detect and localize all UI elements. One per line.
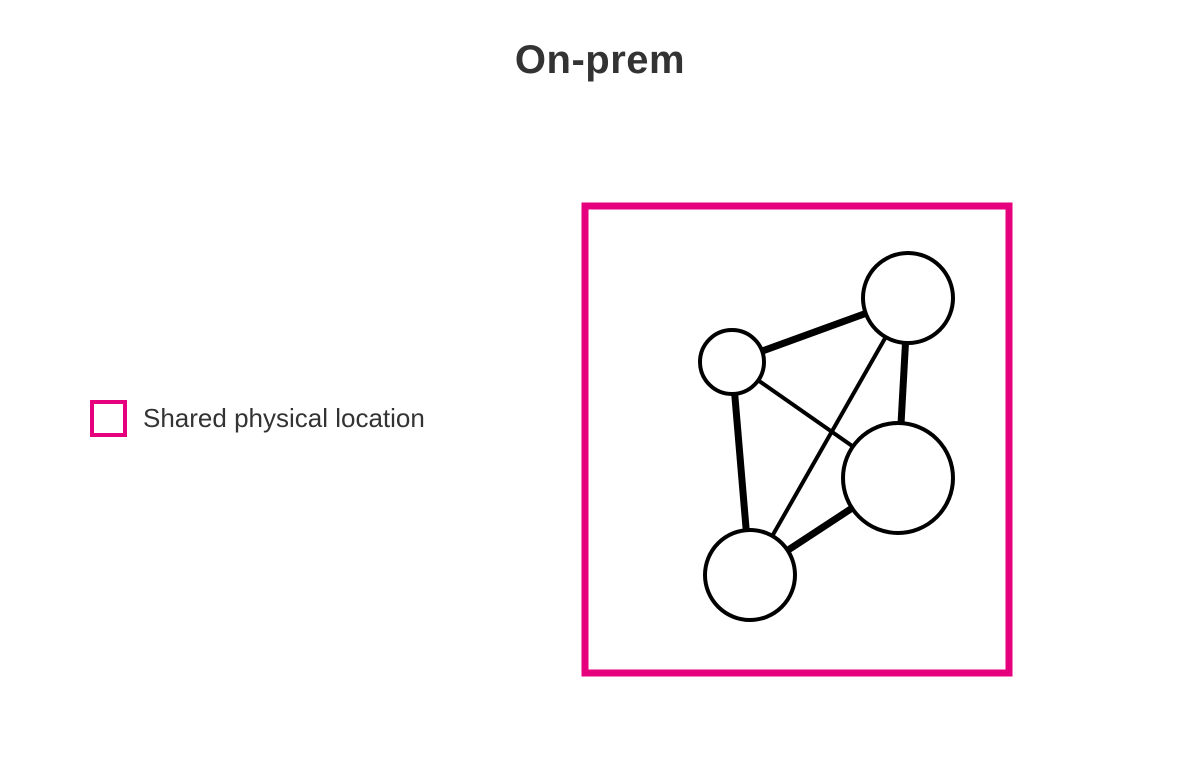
- node-large: [841, 421, 955, 535]
- edge-top-right-to-bottom: [748, 297, 910, 576]
- node-top-right: [861, 251, 955, 345]
- node-small: [698, 328, 766, 396]
- legend-label: Shared physical location: [143, 403, 425, 433]
- shared-location-boundary: [581, 202, 1013, 677]
- node-bottom: [703, 528, 797, 622]
- page-title: On-prem: [514, 38, 686, 82]
- legend: Shared physical location: [90, 400, 425, 437]
- legend-swatch-shared-location: [90, 400, 127, 437]
